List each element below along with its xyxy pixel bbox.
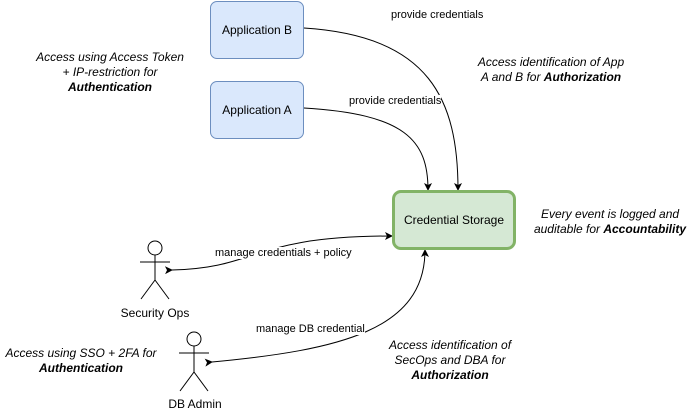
security-ops-label: Security Ops xyxy=(120,306,190,320)
admin-authz-bold: Authorization xyxy=(411,368,489,382)
application-b-label: Application B xyxy=(221,23,293,37)
credential-storage-node[interactable]: Credential Storage xyxy=(392,190,516,250)
edge-label-app-b: provide credentials xyxy=(391,9,484,21)
credential-storage-label: Credential Storage xyxy=(403,213,505,227)
admin-authz-line2: SecOps and DBA for xyxy=(394,353,506,367)
admin-authentication-note: Access using SSO + 2FA for Authenticatio… xyxy=(0,346,162,376)
edge-app-b-storage xyxy=(296,23,462,191)
admin-auth-bold: Authentication xyxy=(39,361,123,375)
apps-auth-bold: Authentication xyxy=(68,80,152,94)
accountability-line2: auditable for xyxy=(533,222,604,236)
apps-authz-line2: A and B for xyxy=(480,70,544,84)
application-a-label: Application A xyxy=(222,103,292,117)
apps-auth-line2: + IP-restriction for xyxy=(62,65,158,79)
application-a-node[interactable]: Application A xyxy=(210,81,304,139)
edge-label-security-ops: manage credentials + policy xyxy=(215,247,352,259)
edge-db-admin-storage xyxy=(204,249,429,367)
apps-authz-line1: Access identification of App xyxy=(477,55,625,69)
edge-app-a-storage xyxy=(296,103,432,191)
admin-authz-line1: Access identification of xyxy=(388,338,512,352)
db-admin-label: DB Admin xyxy=(168,397,222,411)
edge-label-app-a: provide credentials xyxy=(349,95,442,107)
accountability-note: Every event is logged and auditable for … xyxy=(528,207,692,237)
admin-authorization-note: Access identification of SecOps and DBA … xyxy=(370,338,530,383)
apps-authz-bold: Authorization xyxy=(543,70,622,84)
apps-auth-line1: Access using Access Token xyxy=(36,50,184,64)
apps-authorization-note: Access identification of App A and B for… xyxy=(456,55,646,85)
security-ops-actor-icon xyxy=(140,240,170,300)
edge-label-db-admin: manage DB credential xyxy=(256,323,365,335)
db-admin-actor-icon xyxy=(179,331,209,392)
apps-authentication-note: Access using Access Token + IP-restricti… xyxy=(20,50,200,95)
accountability-bold: Accountability xyxy=(603,222,687,236)
accountability-line1: Every event is logged and xyxy=(540,207,680,221)
admin-auth-line1: Access using SSO + 2FA for xyxy=(5,346,157,360)
application-b-node[interactable]: Application B xyxy=(210,1,304,59)
